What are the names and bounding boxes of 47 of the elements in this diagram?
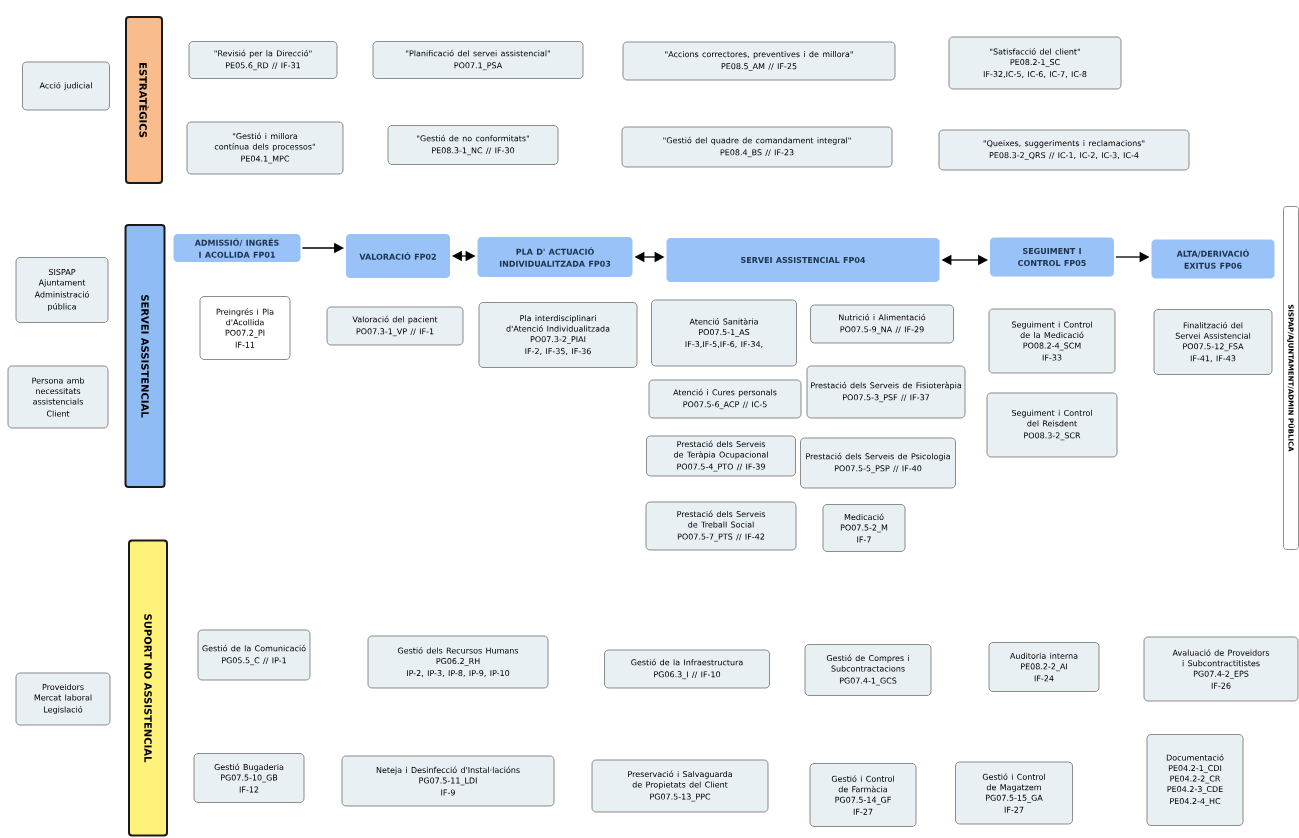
- phase-box: VALORACIÓ FP02: [346, 234, 450, 278]
- process-box: Prestació dels Serveis de Teràpia Ocupacional PO07.5-4_PTO // IF-39: [646, 435, 796, 477]
- process-box: Prestació dels Serveis de Fisioteràpia PO07.5-3_PSF // IF-37: [806, 365, 966, 419]
- phase-box: ADMISSIÓ/ INGRÉS I ACOLLIDA FP01: [173, 234, 301, 262]
- process-box: Pla interdisciplinari d'Atenció Individualitzada PO07.3-2_PIAI IF-2, IF-35, IF-36: [478, 302, 638, 368]
- process-box: "Gestió i millora contínua dels processos" PE04.1_MPC: [186, 121, 344, 175]
- process-box: "Gestió del quadre de comandament integral" PE08.4_BS // IF-23: [621, 126, 893, 168]
- phase-box: SERVEI ASSISTENCIAL FP04: [666, 238, 940, 282]
- process-box: Valoració del pacient PO07.3-1_VP // IF-1: [326, 306, 464, 346]
- category-bar: ESTRATÈGICS: [125, 16, 163, 184]
- process-box: Prestació dels Serveis de Treball Social PO07.5-7_PTS // IF-42: [645, 501, 797, 551]
- process-box: "Planificació del servei assistencial" PO07.1_PSA: [372, 41, 584, 79]
- category-bar: SERVEI ASSISTENCIAL: [124, 224, 166, 488]
- process-box: Seguiment i Control de la Medicació PO08.2-4_SCM IF-33: [988, 308, 1116, 374]
- stakeholder-box: Persona amb necessitats assistencials Client: [7, 365, 109, 429]
- process-box: Seguiment i Control del Reisdent PO08.3-2_SCR: [986, 392, 1118, 458]
- process-box: Gestió dels Recursos Humans PG06.2_RH IP-2, IP-3, IP-8, IP-9, IP-10: [367, 635, 549, 689]
- process-box: Medicació PO07.5-2_M IF-7: [822, 504, 906, 552]
- process-box: "Queixes, suggeriments i reclamacions" PE08.3-2_QRS // IC-1, IC-2, IC-3, IC-4: [938, 129, 1190, 171]
- process-box: Documentació PE04.2-1_CDI PE04.2-2_CR PE04.2-3_CDE PE04.2-4_HC: [1146, 734, 1244, 826]
- process-box: Nutrició i Alimentació PO07.5-9_NA // IF-29: [810, 304, 954, 344]
- process-box: "Revisió per la Direcció" PE05.6_RD // IF-31: [188, 41, 338, 79]
- process-box: Gestió Bugaderia PG07.5-10_GB IF-12: [193, 753, 305, 803]
- process-box: Preservació i Salvaguarda de Propietats del Client PG07.5-13_PPC: [591, 759, 769, 813]
- process-box: Gestió i Control de Magatzem PG07.5-15_GA IF-27: [955, 761, 1073, 825]
- process-box: "Accions correctores, preventives i de millora" PE08.5_AM // IF-25: [622, 41, 896, 81]
- process-box: Gestió de la Comunicació PG05.5_C // IP-1: [197, 629, 311, 681]
- phase-box: SEGUIMENT I CONTROL FP05: [990, 237, 1114, 277]
- process-box: Gestió de la Infraestructura PG06.3_I // IF-10: [604, 649, 770, 689]
- process-box: Prestació dels Serveis de Psicologia PO07.5-5_PSP // IF-40: [800, 437, 956, 489]
- category-bar: SUPORT NO ASSISTENCIAL: [128, 539, 168, 837]
- process-box: "Satisfacció del client" PE08.2-1_SC IF-32,IC-5, IC-6, IC-7, IC-8: [948, 36, 1122, 90]
- phase-box: ALTA/DERIVACIÓ EXITUS FP06: [1151, 239, 1275, 279]
- stakeholder-box: Acció judicial: [22, 61, 110, 111]
- process-box: "Gestió de no conformitats" PE08.3-1_NC // IF-30: [387, 125, 559, 165]
- process-box: Avaluació de Proveidors i Subcontractitistes PG07.4-2_EPS IF-26: [1143, 636, 1299, 702]
- phase-box: PLA D' ACTUACIÓ INDIVIDUALITZADA FP03: [477, 237, 633, 277]
- process-box: Neteja i Desinfecció d'Instal·lacións PG07.5-11_LDI IF-9: [341, 755, 555, 807]
- process-box: Preingrés i Pla d'Acollida PO07.2_PI IF-11: [199, 296, 291, 360]
- process-box: Gestió i Control de Farmàcia PG07.5-14_GF IF-27: [809, 763, 917, 827]
- process-box: Atenció Sanitària PO07.5-1_AS IF-3,IF-5,IF-6, IF-34,: [651, 299, 797, 367]
- process-box: Gestió de Compres i Subcontractacions PG07.4-1_GCS: [804, 644, 932, 696]
- process-box: Finalització del Servei Assistencial PO07.5-12_FSA IF-41, IF-43: [1153, 309, 1273, 375]
- stakeholder-box: SISPAP Ajuntament Administració pública: [15, 257, 109, 323]
- process-box: Auditoria interna PE08.2-2_AI IF-24: [988, 642, 1100, 692]
- process-box: Atenció i Cures personals PO07.5-6_ACP // IC-5: [648, 379, 802, 419]
- stakeholder-box: Proveidors Mercat laboral Legislació: [15, 672, 111, 726]
